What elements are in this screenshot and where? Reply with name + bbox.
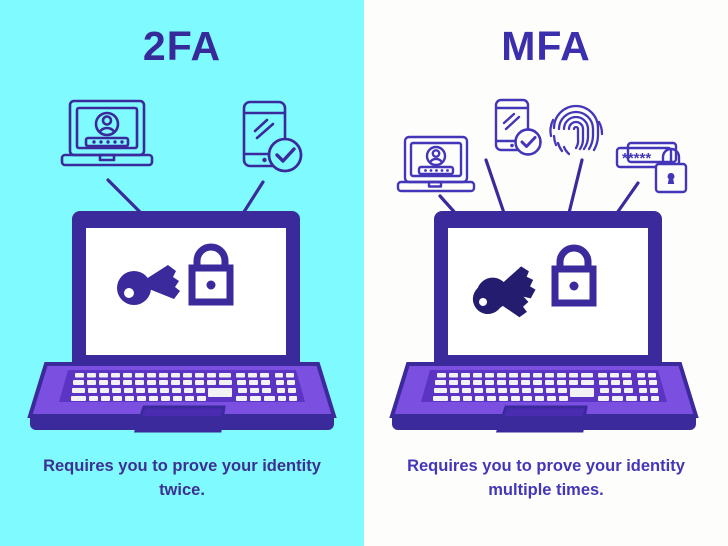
password-lock-icon: ***** bbox=[615, 141, 688, 194]
svg-text:*****: ***** bbox=[622, 150, 651, 167]
main-laptop-2fa bbox=[27, 211, 337, 433]
laptop-login-icon bbox=[396, 135, 476, 193]
connector-lines-mfa bbox=[438, 158, 640, 217]
keyboard-keys bbox=[71, 373, 297, 401]
main-laptop-mfa bbox=[389, 211, 699, 433]
password-mask-asterisks: ***** bbox=[622, 150, 651, 167]
panel-caption-mfa: Requires you to prove your identity mult… bbox=[407, 457, 685, 499]
panel-title-mfa: MFA bbox=[501, 23, 591, 69]
panel-caption-2fa: Requires you to prove your identity twic… bbox=[43, 457, 321, 499]
padlock-small-icon bbox=[654, 147, 688, 194]
panel-2fa: 2FA bbox=[0, 0, 364, 546]
key-icon bbox=[117, 265, 180, 305]
keyboard-keys bbox=[433, 373, 659, 401]
panel-title-2fa: 2FA bbox=[142, 23, 222, 69]
laptop-login-icon bbox=[60, 99, 154, 167]
connector-lines-2fa bbox=[106, 178, 265, 217]
panel-mfa: MFA bbox=[364, 0, 728, 546]
fingerprint-icon bbox=[549, 104, 604, 156]
keys-icon bbox=[472, 266, 536, 318]
phone-verified-icon bbox=[494, 98, 542, 156]
padlock-icon bbox=[551, 244, 597, 307]
padlock-icon bbox=[188, 243, 234, 306]
phone-verified-icon bbox=[242, 100, 303, 173]
